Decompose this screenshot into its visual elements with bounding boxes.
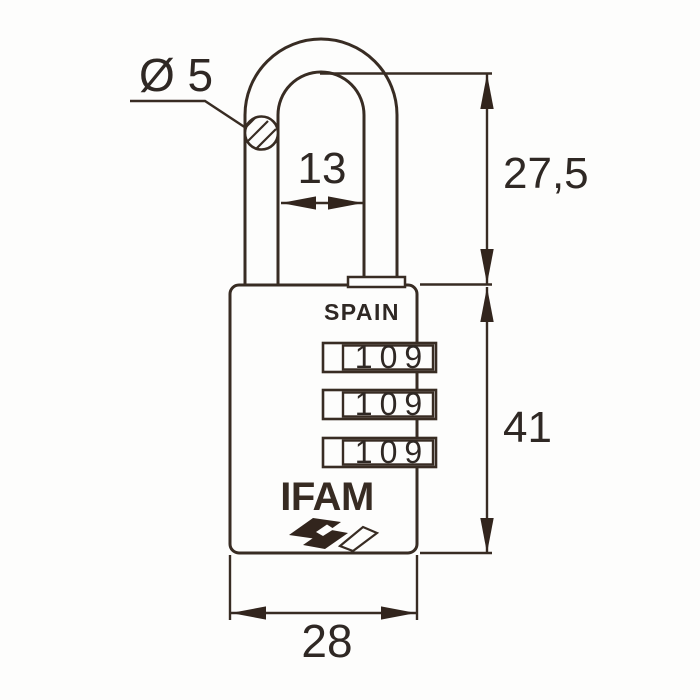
brand-block: IFAM [280,475,380,553]
shackle-inner-width-label: 13 [298,144,347,193]
leader-line [130,99,247,130]
arrowhead-left [231,606,266,620]
dimension-body-width: 28 [228,555,419,667]
arrowhead-up [480,74,494,109]
combination-dials: 109 109 109 [321,339,438,470]
dial-digits: 109 [355,434,429,470]
body-height-label: 41 [503,403,552,452]
dial-window[interactable] [341,439,435,466]
arrowhead-right [328,196,363,210]
shackle-collar [346,275,407,289]
arrowhead-down [480,249,494,284]
body-width-label: 28 [301,615,352,667]
dimension-body-height: 41 [420,287,552,555]
origin-text: SPAIN [324,299,400,325]
dimension-shackle-diameter: Ø 5 [130,49,247,130]
shackle-height-label: 27,5 [503,149,589,198]
dimension-shackle-height: 27,5 [320,72,589,286]
cross-section-circle [243,115,280,151]
dial-row-1: 109 [321,339,438,375]
logo-ribbon-1 [289,518,341,539]
dial-window[interactable] [341,391,435,418]
arrowhead-up [480,287,494,322]
brand-logo-icon [289,518,380,553]
brand-text: IFAM [280,475,374,519]
dial-digits: 109 [355,386,429,422]
logo-diamond-outline [337,525,380,553]
logo-ribbon-2 [303,529,348,549]
arrowhead-down [480,518,494,553]
arrowhead-left [281,196,316,210]
dial-row-2: 109 [321,386,438,422]
shackle-inner-line [276,70,366,285]
dial-row-3: 109 [321,434,438,470]
shackle-diameter-label: Ø 5 [139,49,213,101]
shackle [243,37,407,289]
shackle-outer-line [243,37,399,285]
logo-notch [316,524,334,536]
dial-window[interactable] [341,344,435,371]
arrowhead-right [381,606,416,620]
shackle-cross-section [243,115,280,151]
dial-digits: 109 [355,339,429,375]
dimension-shackle-inner-width: 13 [281,144,363,210]
